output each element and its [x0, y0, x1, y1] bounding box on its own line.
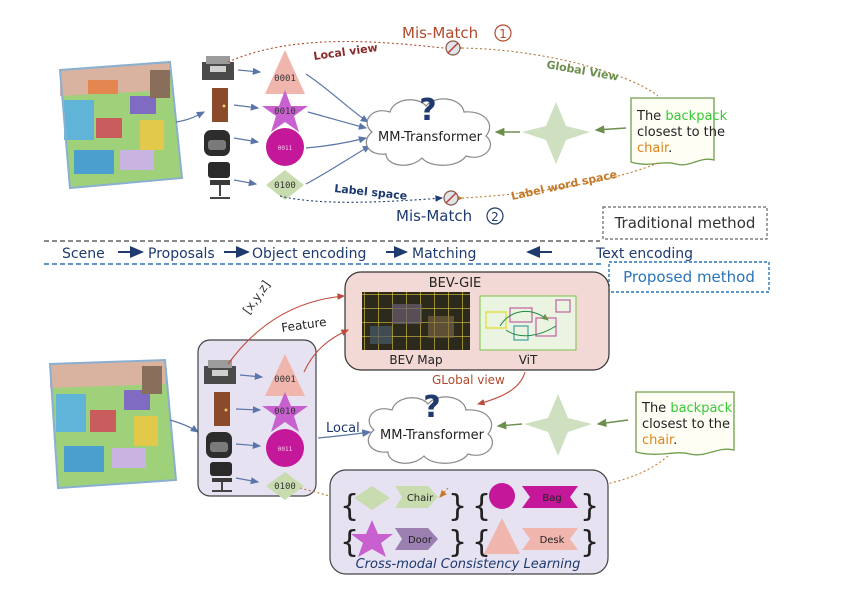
pipeline-matching: Matching: [412, 246, 476, 262]
traditional-method-label: Traditional method: [614, 214, 756, 232]
feature-label: Feature: [280, 315, 327, 335]
svg-text:}: }: [448, 489, 467, 524]
global-view-arrow: [476, 371, 526, 406]
chair-ribbon: [395, 486, 438, 508]
query-line3-bottom: chair.: [642, 433, 677, 448]
code-0011: 0011: [278, 145, 293, 152]
label-space-arc: [279, 195, 444, 203]
label-word-space-arc: [455, 161, 661, 202]
xyz-label: [x,y,z]: [240, 278, 273, 317]
vit-label: ViT: [519, 353, 538, 367]
label-space-label: Label space: [334, 182, 408, 203]
global-view-label-bottom: GLobal view: [432, 373, 505, 387]
circle-label-0011: 0011: [266, 128, 304, 166]
code-0010: 0010: [274, 407, 296, 417]
svg-text:{: {: [472, 525, 491, 560]
text-encoder-sparkle-bottom: [524, 394, 592, 456]
svg-text:}: }: [448, 525, 467, 560]
question-mark-top: ?: [419, 93, 436, 128]
desk-label: Desk: [540, 535, 565, 546]
backpack-icon: [206, 432, 232, 458]
svg-text:{: {: [472, 489, 491, 524]
circle-shape-cmcl: [489, 483, 515, 509]
local-label: Local: [326, 421, 360, 436]
bev-map-image: [362, 292, 470, 350]
code-0001: 0001: [274, 74, 296, 84]
svg-text:{: {: [340, 525, 359, 560]
mismatch-1-label: Mis-Match: [402, 24, 478, 42]
query-line1-top: The backpack: [636, 109, 728, 124]
printer-icon: [204, 360, 236, 384]
star-label-0010: 0010: [262, 90, 308, 132]
bag-label: Bag: [542, 493, 561, 504]
backpack-icon: [204, 130, 230, 156]
door-ribbon: [395, 528, 438, 550]
mismatch-1-number: 1: [499, 27, 507, 41]
query-line2-top: closest to the: [637, 125, 725, 140]
svg-text:{: {: [340, 489, 359, 524]
bag-ribbon: [522, 486, 578, 508]
mm-transformer-cloud-bottom: MM-Transformer ?: [367, 390, 494, 464]
pipeline-object-encoding: Object encoding: [252, 246, 366, 262]
query-text-note-top: The backpack closest to the chair.: [630, 97, 728, 166]
svg-text:}: }: [580, 489, 599, 524]
query-line3-top: chair.: [637, 141, 672, 156]
code-0001: 0001: [274, 375, 296, 385]
triangle-label-0001: 0001: [265, 50, 305, 94]
scene-image-bottom: [48, 358, 178, 490]
arrow-scene-to-proposals-top: [175, 111, 206, 123]
xyz-arrow: [227, 293, 346, 365]
cross-modal-consistency-label: Cross-modal Consistency Learning: [356, 557, 581, 572]
query-line2-bottom: closest to the: [642, 417, 730, 432]
pipeline-proposals: Proposals: [148, 246, 215, 262]
scene-image-top: [58, 60, 184, 190]
svg-text:}: }: [580, 525, 599, 560]
local-arrow: [317, 429, 372, 439]
star-label-0010: 0010: [262, 392, 308, 432]
mm-transformer-cloud-top: MM-Transformer ?: [365, 93, 492, 166]
office-chair-icon: [208, 162, 230, 199]
query-line1-bottom: The backpack: [641, 401, 733, 416]
local-view-label: Local view: [313, 41, 379, 63]
circle-label-0011: 0011: [266, 429, 304, 467]
vit-image: [479, 295, 577, 351]
star-shape-cmcl: [351, 520, 393, 557]
pipeline-text-encoding: Text encoding: [595, 246, 693, 262]
diamond-label-0100: 0100: [266, 170, 304, 200]
question-mark-bottom: ?: [423, 390, 440, 425]
mm-transformer-label-bottom: MM-Transformer: [380, 428, 485, 443]
label-word-space-label: Label word space: [510, 168, 618, 203]
diamond-label-0100: 0100: [266, 472, 304, 500]
code-0011: 0011: [278, 446, 293, 453]
mm-transformer-label-top: MM-Transformer: [378, 130, 483, 145]
desk-ribbon: [522, 528, 578, 550]
proposed-method-box: [608, 261, 770, 293]
code-0010: 0010: [274, 107, 296, 117]
query-text-note-bottom: The backpack closest to the chair.: [635, 391, 735, 456]
text-encoder-sparkle-top: [522, 102, 590, 164]
diamond-shape-cmcl: [354, 486, 390, 510]
door-icon: [214, 392, 230, 426]
triangle-shape-cmcl: [484, 518, 520, 554]
chair-label: Chair: [407, 493, 434, 504]
bev-gie-label: BEV-GIE: [429, 276, 482, 291]
code-0100: 0100: [274, 181, 296, 191]
printer-icon: [202, 56, 234, 80]
door-label: Door: [408, 535, 433, 546]
traditional-method-box: [602, 206, 768, 240]
door-icon: [212, 88, 228, 122]
triangle-label-0001: 0001: [265, 354, 305, 396]
bev-map-label: BEV Map: [389, 353, 442, 367]
proposed-method-label: Proposed method: [623, 268, 755, 286]
global-view-label: Global View: [545, 58, 619, 83]
office-chair-icon: [210, 462, 232, 492]
code-0100: 0100: [274, 482, 296, 492]
mismatch-2-label: Mis-Match: [396, 207, 472, 225]
mismatch-2-number: 2: [491, 210, 499, 224]
pipeline-scene: Scene: [62, 246, 105, 262]
feature-arrow: [303, 329, 350, 373]
